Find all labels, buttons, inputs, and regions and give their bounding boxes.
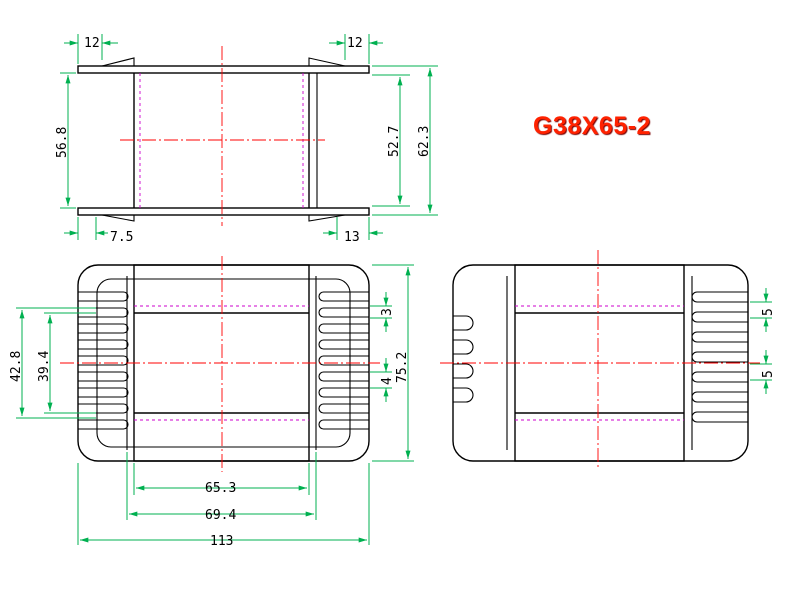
bottom-flange <box>77 207 370 216</box>
dim-winding-outer: 69.4 <box>205 508 236 523</box>
dim-overall-width: 113 <box>210 534 233 549</box>
dim-height-outer: 62.3 <box>417 126 432 157</box>
right-pin-slot <box>318 323 369 334</box>
dim-pin-gap: 3 <box>380 308 395 316</box>
left-pin-slot <box>78 339 129 350</box>
dim-right-pitch-b: 5 <box>761 370 776 378</box>
dim-pin-span-inner: 39.4 <box>37 351 52 382</box>
wedge-br <box>308 214 346 222</box>
side-right-slot <box>691 391 748 403</box>
side-left-notch <box>453 315 474 331</box>
left-pin-slot <box>78 371 129 382</box>
right-pin-slot <box>318 387 369 398</box>
left-pin-slot <box>78 323 129 334</box>
top-flange <box>77 65 370 74</box>
left-pin-slot <box>78 419 129 430</box>
right-pin-slot <box>318 371 369 382</box>
left-pin-slot <box>78 307 129 318</box>
front-view: 42.8 39.4 3 4 75.2 65.3 69.4 <box>9 256 414 549</box>
right-pin-slot <box>318 291 369 302</box>
wedge-tr <box>308 57 346 67</box>
left-pin-slot <box>78 355 129 366</box>
left-pin-slot <box>78 291 129 302</box>
side-right-slot <box>691 351 748 363</box>
side-left-notch <box>453 339 474 355</box>
side-right-slot <box>691 371 748 383</box>
side-right-slot <box>691 411 748 423</box>
side-left-notch <box>453 387 474 403</box>
top-view: 12 12 56.8 52.7 62.3 7.5 13 <box>55 34 438 245</box>
side-left-notch <box>453 363 474 379</box>
side-view: 5 5 <box>440 250 776 470</box>
right-pin-slot <box>318 403 369 414</box>
dim-pin-span-outer: 42.8 <box>9 351 24 382</box>
dim-overall-height: 75.2 <box>395 352 410 383</box>
wedge-bl <box>101 214 135 222</box>
dim-top-right: 12 <box>347 36 363 51</box>
right-pin-slot <box>318 307 369 318</box>
side-right-slot <box>691 331 748 343</box>
right-pin-slot <box>318 419 369 430</box>
dim-bottom-left: 7.5 <box>110 230 133 245</box>
left-pin-slot <box>78 403 129 414</box>
dim-pin-pitch: 4 <box>380 377 395 385</box>
dim-height-inner: 52.7 <box>387 126 402 157</box>
side-right-slot <box>691 291 748 303</box>
dim-bottom-right: 13 <box>344 230 360 245</box>
right-pin-slot <box>318 355 369 366</box>
wedge-tl <box>101 57 135 67</box>
dim-winding-inner: 65.3 <box>205 481 236 496</box>
dim-top-left: 12 <box>84 36 100 51</box>
dim-height-left: 56.8 <box>55 127 70 158</box>
side-right-slot <box>691 311 748 323</box>
part-number-title: G38X65-2 <box>533 112 651 140</box>
dim-right-pitch-a: 5 <box>761 308 776 316</box>
left-pin-slot <box>78 387 129 398</box>
right-pin-slot <box>318 339 369 350</box>
